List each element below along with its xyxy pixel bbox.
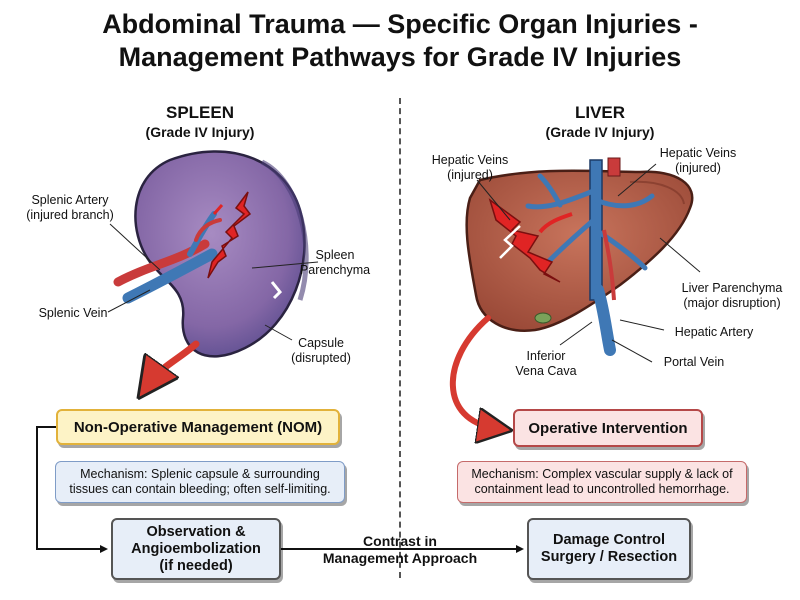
hepatic-veins-right-line1: Hepatic Veins	[659, 146, 737, 160]
portal-vein	[592, 284, 616, 356]
spleen-mechanism-box: Mechanism: Splenic capsule & surrounding…	[55, 461, 345, 503]
hepatic-veins-left-line1: Hepatic Veins	[431, 153, 509, 167]
center-divider	[399, 98, 401, 578]
splenic-artery-label-line2: (injured branch)	[26, 208, 114, 222]
liver-mechanism-box: Mechanism: Complex vascular supply & lac…	[457, 461, 747, 503]
observation-line2: Angioembolization	[131, 540, 261, 557]
liver-illustration	[465, 157, 701, 363]
spleen-grade: (Grade IV Injury)	[145, 124, 255, 140]
observation-line3: (if needed)	[159, 557, 233, 574]
liver-parenchyma-label-line1: Liver Parenchyma	[681, 281, 783, 295]
liver-mechanism-line1: Mechanism: Complex vascular supply & lac…	[471, 467, 733, 481]
capsule-label-line2: (disrupted)	[291, 351, 351, 365]
liver-parenchyma-label: Liver Parenchyma (major disruption)	[672, 281, 792, 311]
damage-control-line2: Surgery / Resection	[540, 549, 678, 565]
spleen-capsule-edge	[260, 159, 309, 301]
nom-box: Non-Operative Management (NOM)	[56, 409, 340, 445]
damage-control-box: Damage Control Surgery / Resection	[527, 518, 691, 580]
capsule-label-line1: Capsule	[298, 336, 344, 350]
liver-organ	[465, 169, 694, 332]
spleen-laceration	[207, 191, 252, 279]
ivc-label-line1: Inferior	[526, 349, 566, 363]
spleen-parenchyma-label-line1: Spleen	[315, 248, 355, 262]
spleen-to-nom-arrow	[150, 340, 200, 382]
hepatic-veins-right-line2: (injured)	[675, 161, 721, 175]
liver-mechanism-line2: containment lead to uncontrolled hemorrh…	[474, 482, 730, 496]
portal-vein-label: Portal Vein	[663, 355, 725, 369]
spleen-mechanism-line2: tissues can contain bleeding; often self…	[69, 482, 331, 496]
observation-box: Observation & Angioembolization (if need…	[111, 518, 281, 580]
liver-grade: (Grade IV Injury)	[545, 124, 655, 140]
liver-to-operative-arrow	[449, 315, 495, 428]
diagram-title: Abdominal Trauma — Specific Organ Injuri…	[0, 8, 800, 74]
hepatic-veins-left-line2: (injured)	[447, 168, 493, 182]
spleen-title: SPLEEN	[165, 103, 235, 122]
liver-heading: LIVER (Grade IV Injury)	[500, 103, 700, 141]
spleen-mechanism-line1: Mechanism: Splenic capsule & surrounding	[80, 467, 320, 481]
liver-parenchyma-label-line2: (major disruption)	[683, 296, 781, 310]
title-line-1: Abdominal Trauma — Specific Organ Injuri…	[102, 9, 698, 39]
nom-label: Non-Operative Management (NOM)	[73, 418, 323, 436]
observation-line1: Observation &	[146, 523, 246, 540]
hepatic-veins-right-label: Hepatic Veins (injured)	[648, 146, 748, 176]
liver-title: LIVER	[574, 103, 626, 122]
hepatic-artery	[602, 229, 616, 301]
ivc-label-line2: Vena Cava	[515, 364, 577, 378]
hepatic-veins-left-label: Hepatic Veins (injured)	[420, 153, 520, 183]
capsule-label: Capsule (disrupted)	[276, 336, 366, 366]
operative-label: Operative Intervention	[528, 419, 688, 437]
ivc-label: Inferior Vena Cava	[506, 349, 586, 379]
operative-box: Operative Intervention	[513, 409, 703, 447]
contrast-line2: Management Approach	[322, 550, 478, 566]
nom-to-observation-connector	[36, 426, 108, 553]
splenic-vein-label: Splenic Vein	[38, 306, 108, 320]
splenic-artery-label-line1: Splenic Artery	[31, 193, 109, 207]
spleen-heading: SPLEEN (Grade IV Injury)	[100, 103, 300, 141]
title-line-2: Management Pathways for Grade IV Injurie…	[118, 42, 682, 72]
splenic-artery-label: Splenic Artery (injured branch)	[10, 193, 130, 223]
damage-control-line1: Damage Control	[553, 532, 665, 548]
spleen-illustration	[107, 150, 319, 358]
splenic-vein	[122, 248, 218, 304]
spleen-parenchyma-label-line2: Parenchyma	[299, 263, 371, 277]
spleen-parenchyma-label: Spleen Parenchyma	[290, 248, 380, 278]
hepatic-artery-label: Hepatic Artery	[674, 325, 754, 339]
contrast-line1: Contrast in	[363, 533, 437, 549]
contrast-label: Contrast in Management Approach	[300, 533, 500, 567]
